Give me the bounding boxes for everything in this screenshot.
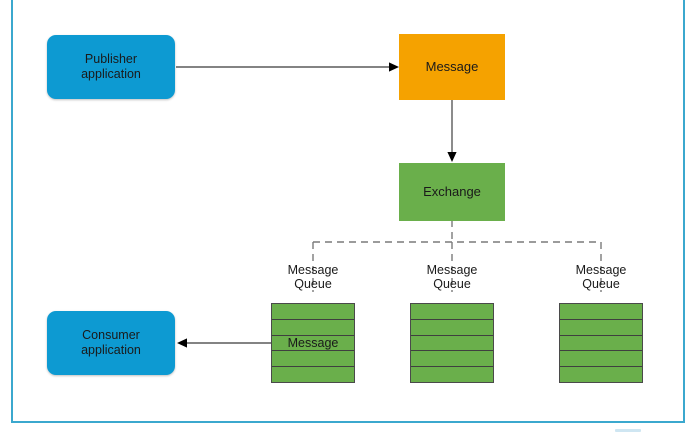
message-label: Message	[425, 59, 479, 75]
queue-1-label: Message Queue	[287, 263, 339, 292]
node-consumer-application[interactable]: Consumer application	[47, 311, 175, 375]
diagram-frame-border	[11, 0, 685, 423]
queue-1-cell-5	[272, 367, 354, 382]
queue-3-cell-1	[560, 304, 642, 320]
queue-1-cell-2	[272, 320, 354, 336]
consumer-application-label: Consumer application	[81, 328, 141, 357]
queue-2-cell-4	[411, 351, 493, 368]
queue-2-stack[interactable]	[410, 303, 494, 383]
queue-3-cell-2	[560, 320, 642, 336]
queue-1-cell-4	[272, 351, 354, 368]
queue-3-label: Message Queue	[575, 263, 627, 292]
queue-2-label: Message Queue	[426, 263, 478, 292]
queue-1-cell-1	[272, 304, 354, 320]
queue-3-cell-3	[560, 336, 642, 352]
node-exchange[interactable]: Exchange	[399, 163, 505, 221]
queue-1-cell-3: Message	[272, 336, 354, 352]
queue-2-cell-2	[411, 320, 493, 336]
node-message[interactable]: Message	[399, 34, 505, 100]
node-publisher-application[interactable]: Publisher application	[47, 35, 175, 99]
queue-1-stack[interactable]: Message	[271, 303, 355, 383]
queue-3-stack[interactable]	[559, 303, 643, 383]
publisher-application-label: Publisher application	[81, 52, 141, 81]
queue-3-cell-5	[560, 367, 642, 382]
queue-2-cell-1	[411, 304, 493, 320]
exchange-label: Exchange	[423, 184, 481, 200]
queue-2-cell-3	[411, 336, 493, 352]
bottom-edge-artifact	[615, 429, 641, 432]
queue-3-cell-4	[560, 351, 642, 368]
queue-2-cell-5	[411, 367, 493, 382]
